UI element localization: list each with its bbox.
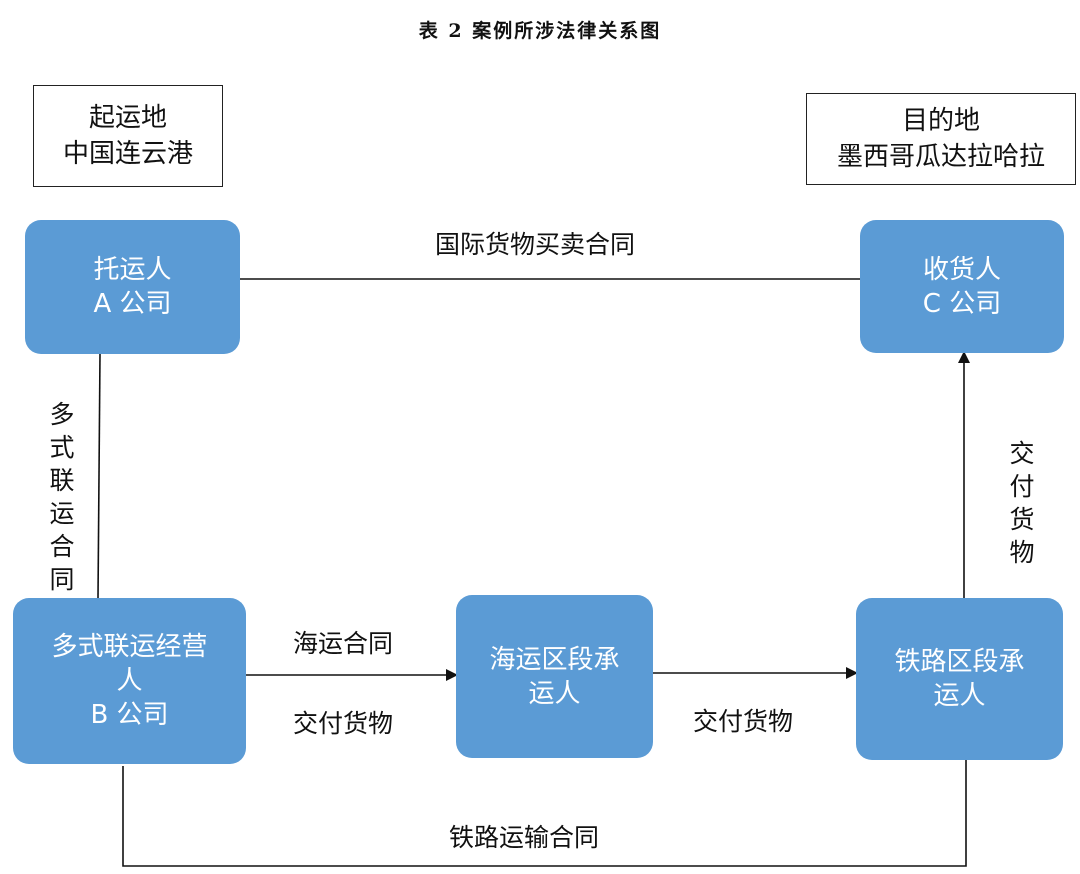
deliver-goods-mto-sea-label: 交付货物 [293,709,394,738]
destination-place: 墨西哥瓜达拉哈拉 [836,142,1045,172]
rail-contract-label: 铁路运输合同 [449,823,600,852]
consignee-node: 收货人 C 公司 [860,220,1064,353]
sea-carrier-line2: 运人 [528,678,581,709]
sea-carrier-line1: 海运区段承 [489,644,620,675]
sea-contract-label: 海运合同 [293,629,394,658]
mto-role-line2: 人 [116,666,143,696]
diagram-caption: 表 2 案例所涉法律关系图 [418,20,662,42]
origin-place: 中国连云港 [62,139,193,169]
mto-company: B 公司 [90,700,169,730]
rail-carrier-line2: 运人 [933,681,986,711]
deliver-goods-rail-consignee-label: 交付货物 [1009,439,1035,567]
origin-box: 起运地 中国连云港 [33,85,223,187]
sale-contract-label: 国际货物买卖合同 [435,230,636,259]
destination-title: 目的地 [901,106,980,136]
multimodal-contract-label: 多式联运合同 [49,400,75,594]
rail-carrier-line1: 铁路区段承 [894,647,1025,677]
rail-carrier-node: 铁路区段承 运人 [856,598,1063,760]
mto-node: 多式联运经营 人 B 公司 [13,598,246,764]
rail-contract-line [122,760,967,867]
sea-carrier-node: 海运区段承 运人 [456,595,653,758]
destination-box: 目的地 墨西哥瓜达拉哈拉 [806,93,1076,185]
shipper-role: 托运人 [93,255,172,285]
multimodal-contract-line [97,353,101,599]
deliver-goods-sea-rail-label: 交付货物 [693,707,794,736]
consignee-role: 收货人 [922,254,1001,285]
mto-role-line1: 多式联运经营 [51,632,208,662]
shipper-node: 托运人 A 公司 [25,220,240,354]
shipper-company: A 公司 [93,289,172,319]
origin-title: 起运地 [88,103,167,133]
consignee-company: C 公司 [922,288,1002,319]
